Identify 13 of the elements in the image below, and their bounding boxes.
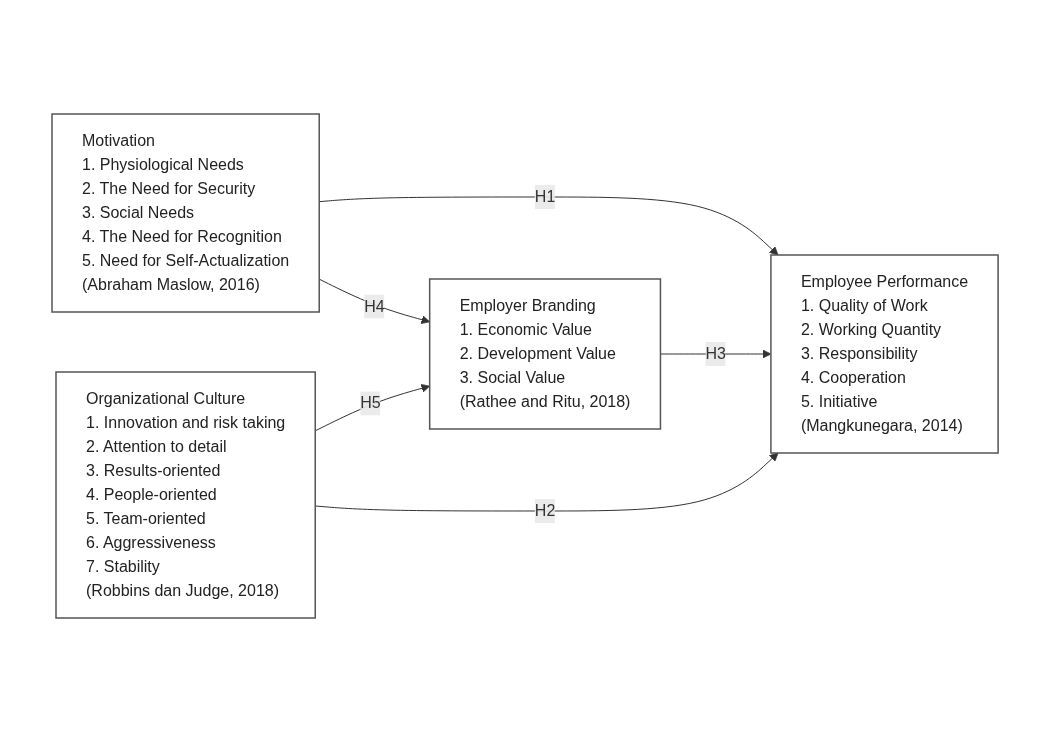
edge-label: H1 — [535, 187, 556, 205]
arrow — [319, 278, 431, 324]
edge-label: H3 — [705, 344, 727, 362]
node-box: Employer Branding 1. Economic Value 2. Development Value 3. Social Value (Rathee and Ritu, 2018) — [429, 277, 662, 430]
edge-label: H2 — [535, 501, 556, 519]
edge-label: H5 — [360, 393, 382, 411]
node-box: Employee Performance 1. Quality of Work 2. Working Quantity 3. Responsibility 4. Cooperation 5. Initiative (Mangkunegara, 2014) — [770, 253, 1000, 454]
edge-label: H4 — [364, 297, 386, 314]
node-box: Organizational Culture 1. Innovation and risk taking 2. Attention to detail 3. Results-oriented 4. People-oriented 5. Team-oriented 6. Aggressiveness 7. Stability (Robbins dan Judge, 2018) — [55, 370, 317, 619]
arrow — [315, 452, 779, 511]
arrow — [319, 196, 779, 255]
node-box: Motivation 1. Physiological Needs 2. The Need for Security 3. Social Needs 4. The Need for Recognition 5. Need for Self-Actualization (Abraham Maslow, 2016) — [51, 112, 321, 313]
arrow — [315, 383, 431, 431]
